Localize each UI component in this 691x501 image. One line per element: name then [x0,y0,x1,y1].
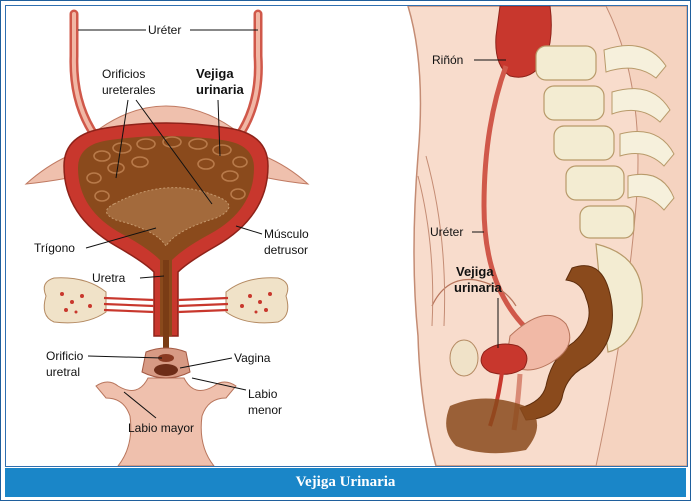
label-bladder-left-line1: Vejiga [196,66,234,81]
label-labia-minora-line2: menor [248,403,282,417]
label-ureter-left: Uréter [148,23,181,37]
label-bladder-left-line2: urinaria [196,82,244,97]
label-bladder-right-line2: urinaria [454,280,502,295]
anatomy-figure: Uréter Orificios ureterales Vejiga urina… [5,5,688,467]
label-ureteral-orifices-line2: ureterales [102,83,155,97]
label-detrusor-line2: detrusor [264,243,308,257]
label-ureter-right: Uréter [430,225,463,239]
figure-caption: Vejiga Urinaria [5,468,686,497]
label-urethral-orifice-line2: uretral [46,365,80,379]
label-kidney: Riñón [432,53,463,67]
label-labia-minora-line1: Labio [248,387,278,401]
label-trigone: Trígono [34,241,75,255]
label-ureteral-orifices-line1: Orificios [102,67,145,81]
anatomy-illustration: Uréter Orificios ureterales Vejiga urina… [6,6,687,466]
label-vagina: Vagina [234,351,271,365]
label-labia-majora: Labio mayor [128,421,194,435]
label-detrusor-line1: Músculo [264,227,309,241]
label-bladder-right-line1: Vejiga [456,264,494,279]
label-urethra: Uretra [92,271,126,285]
label-urethral-orifice-line1: Orificio [46,349,84,363]
